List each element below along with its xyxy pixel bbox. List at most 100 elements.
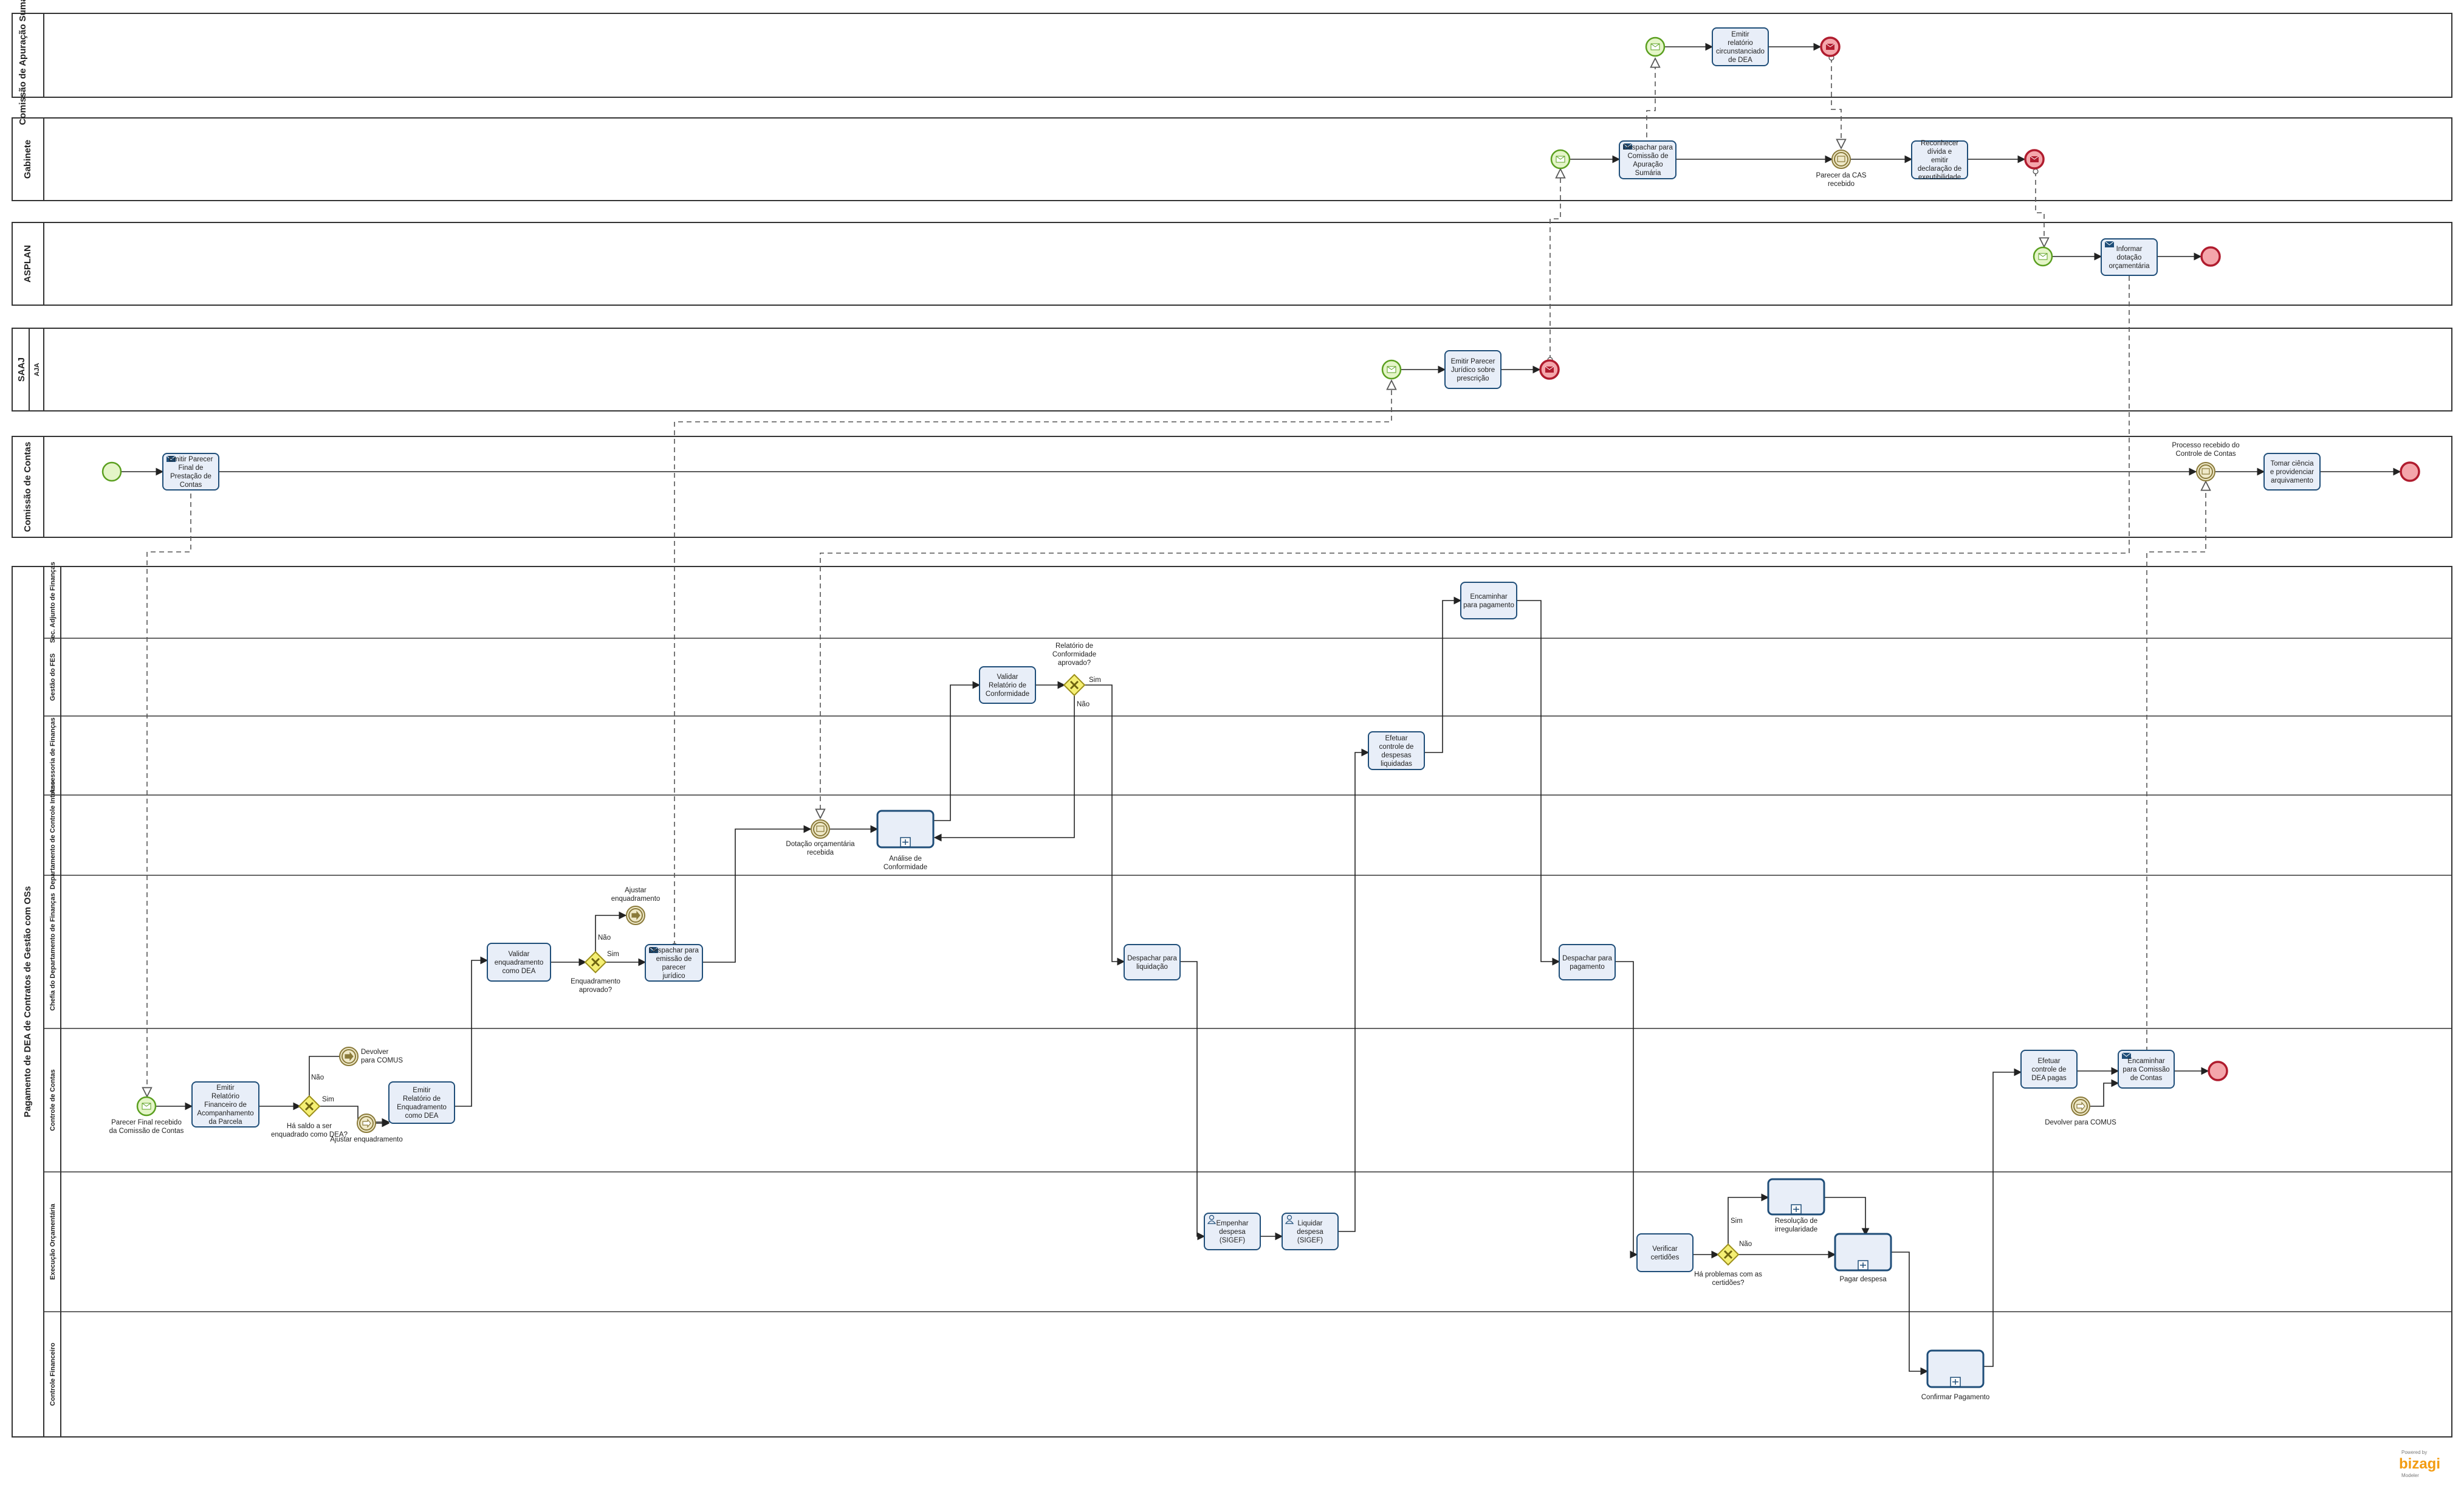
task-emitir-circunstanciado[interactable]: [1712, 27, 1769, 66]
message-start-gabinete[interactable]: [1550, 149, 1571, 170]
subprocess-confirmar[interactable]: [1926, 1349, 1985, 1388]
pool-gabinete: [12, 117, 2452, 201]
subprocess-label-confirmar: Confirmar Pagamento: [1921, 1394, 1990, 1401]
end-event-ctrl[interactable]: [2208, 1061, 2228, 1081]
tasks: [162, 27, 2321, 1272]
message-end-saaj[interactable]: [1539, 359, 1560, 380]
gateway-relatorio[interactable]: [1063, 673, 1086, 697]
gateway-enquadramento[interactable]: [584, 951, 607, 974]
subprocess-markers: [900, 837, 1961, 1387]
subprocesses: [876, 810, 1985, 1388]
task-type-icons: [166, 143, 2132, 1224]
user-icon: [1207, 1214, 1217, 1224]
subprocess-label-pagar: Pagar despesa: [1839, 1276, 1887, 1283]
task-emitir-financeiro[interactable]: [191, 1081, 259, 1128]
intermediate-processo-recebido[interactable]: [2196, 462, 2215, 481]
intermediate-parecer-cas[interactable]: [1831, 150, 1851, 169]
subprocess-pagar[interactable]: [1834, 1233, 1892, 1272]
subprocess-resolucao[interactable]: [1767, 1178, 1825, 1216]
task-encaminhar-pagamento[interactable]: [1460, 582, 1517, 619]
lane-title-dca: Departamento de Controle Interno: [49, 780, 57, 889]
event-label-devolver-comus-2: Devolver para COMUS: [2045, 1119, 2116, 1126]
start-events: [101, 461, 122, 482]
task-emitir-parecer-final[interactable]: [162, 453, 219, 491]
start-event[interactable]: [101, 461, 122, 482]
subprocess-analise[interactable]: [876, 810, 935, 849]
lane-title-sub: Sec. Adjunto de Finanças: [49, 562, 57, 642]
gateways: [298, 673, 1740, 1266]
task-reconhecer-divida[interactable]: [1911, 140, 1968, 179]
task-validar-enquadramento[interactable]: [487, 943, 551, 982]
pool-cc: [12, 436, 2452, 538]
flow-label-nao: Não: [311, 1074, 324, 1081]
message-start-asplan[interactable]: [2033, 246, 2053, 267]
end-event-asplan[interactable]: [2200, 246, 2221, 267]
pool-main: [12, 566, 2452, 1438]
task-emitir-parecer-juridico[interactable]: [1444, 350, 1501, 389]
envelope-icon: [648, 946, 659, 953]
task-liquidar[interactable]: [1282, 1213, 1339, 1250]
plus-icon: [1858, 1260, 1869, 1270]
bizagi-logo: Powered by bizagi Modeler: [2399, 1450, 2440, 1478]
message-start-saaj[interactable]: [1381, 359, 1402, 380]
message-end-gabinete[interactable]: [2024, 149, 2045, 170]
lane-title-ctrl: Controle de Contas: [49, 1069, 57, 1131]
message-end-cas[interactable]: [1820, 36, 1841, 57]
task-efetuar-controle-pagas[interactable]: [2020, 1050, 2078, 1089]
brand-powered: Powered by: [2401, 1450, 2427, 1455]
message-start-cas[interactable]: [1645, 36, 1666, 57]
envelope-icon: [816, 825, 825, 832]
pool-title-cc: Comissão de Contas: [22, 442, 33, 532]
task-empenhar[interactable]: [1204, 1213, 1261, 1250]
task-encaminhar-cc[interactable]: [2118, 1050, 2175, 1089]
task-tomar-ciencia[interactable]: [2263, 453, 2321, 491]
task-despachar-pagamento[interactable]: [1559, 944, 1616, 980]
envelope-icon: [2121, 1052, 2132, 1059]
task-despachar-parecer[interactable]: [645, 944, 703, 982]
task-efetuar-controle-liq[interactable]: [1368, 731, 1425, 770]
end-event-cc[interactable]: [2400, 461, 2420, 482]
flow-label-sim: Sim: [607, 951, 619, 958]
task-despachar-cas[interactable]: [1619, 140, 1676, 179]
flow-label-nao: Não: [598, 934, 611, 942]
gateway-saldo[interactable]: [298, 1095, 321, 1118]
task-informar-dotacao[interactable]: [2101, 238, 2158, 276]
task-emitir-enquadramento[interactable]: [388, 1081, 455, 1124]
task-validar-relatorio[interactable]: [979, 666, 1036, 704]
pool-title-main: Pagamento de DEA de Contratos de Gestão …: [22, 886, 33, 1117]
brand-name: bizagi: [2399, 1456, 2440, 1472]
pool-cas: [12, 13, 2452, 98]
task-verificar[interactable]: [1636, 1233, 1694, 1272]
intermediate-dotacao-recebida[interactable]: [811, 819, 830, 839]
end-events: [2200, 246, 2420, 1081]
flow-label-nao: Não: [1077, 701, 1090, 708]
gateway-problemas[interactable]: [1717, 1243, 1740, 1266]
message-start-ctrl[interactable]: [136, 1096, 157, 1117]
brand-sub: Modeler: [2401, 1473, 2419, 1478]
task-despachar-liquidacao[interactable]: [1124, 944, 1181, 980]
pool-asplan: [12, 222, 2452, 306]
envelope-icon: [2104, 241, 2115, 247]
link-icon: [631, 911, 640, 920]
